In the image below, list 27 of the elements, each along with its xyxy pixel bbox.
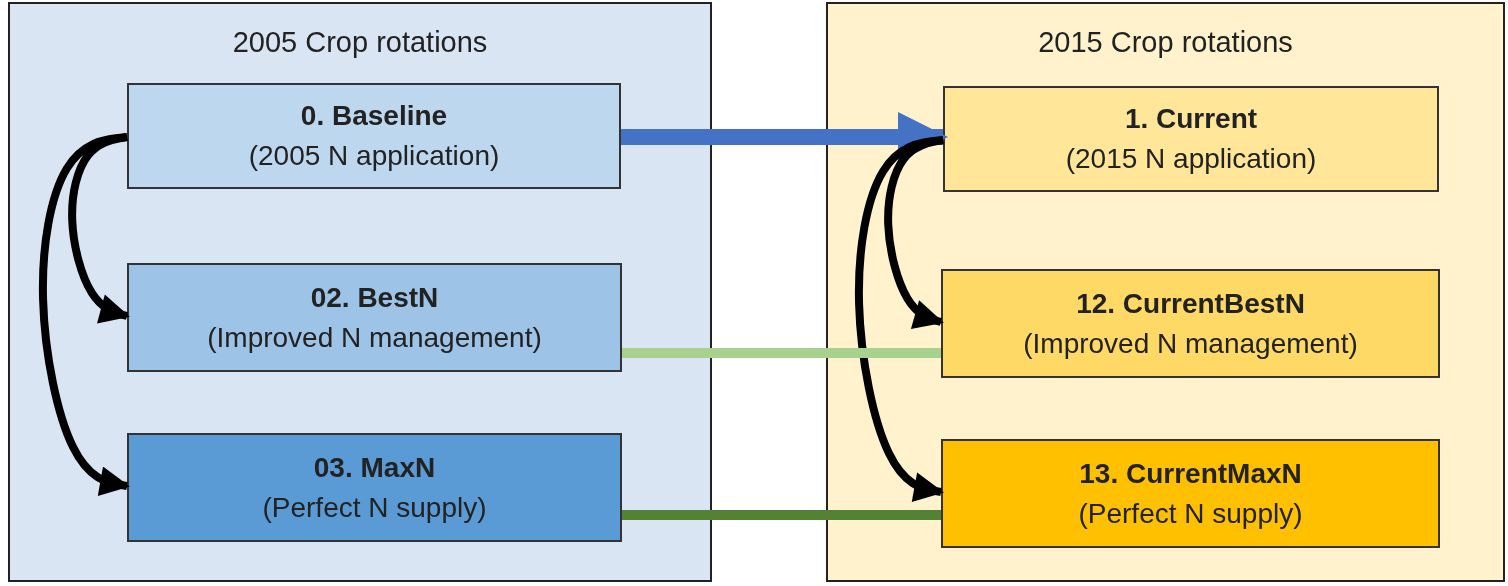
- scenario-description: (Perfect N supply): [1078, 497, 1303, 530]
- scenario-name: 02. BestN: [310, 281, 439, 314]
- scenario-name: 0. Baseline: [300, 100, 448, 132]
- scenario-description: (Improved N management): [207, 321, 542, 354]
- scenario-name: 13. CurrentMaxN: [1079, 457, 1302, 490]
- scenario-name: 1. Current: [1124, 103, 1258, 135]
- scenario-description: (2015 N application): [1065, 143, 1317, 175]
- arrow: [38, 133, 130, 497]
- panel-title: 2015 Crop rotations: [1037, 26, 1294, 59]
- scenario-box: [127, 263, 622, 372]
- scenario-description: (2005 N application): [248, 140, 500, 172]
- scenario-box: [941, 269, 1440, 378]
- scenario-description: (Improved N management): [1023, 327, 1358, 360]
- scenario-box: [941, 439, 1440, 548]
- panel-title: 2005 Crop rotations: [231, 26, 489, 59]
- scenario-description: (Perfect N supply): [262, 491, 487, 524]
- group-panel: [826, 2, 1505, 582]
- scenario-name: 12. CurrentBestN: [1076, 287, 1305, 320]
- arrow: [854, 136, 944, 502]
- connector-line: [622, 510, 941, 520]
- arrow: [621, 112, 948, 162]
- scenario-box: [127, 433, 622, 542]
- scenario-box: [943, 86, 1439, 192]
- scenario-name: 03. MaxN: [313, 451, 436, 484]
- scenario-box: [127, 83, 621, 189]
- connector-line: [622, 348, 941, 358]
- group-panel: [8, 2, 712, 582]
